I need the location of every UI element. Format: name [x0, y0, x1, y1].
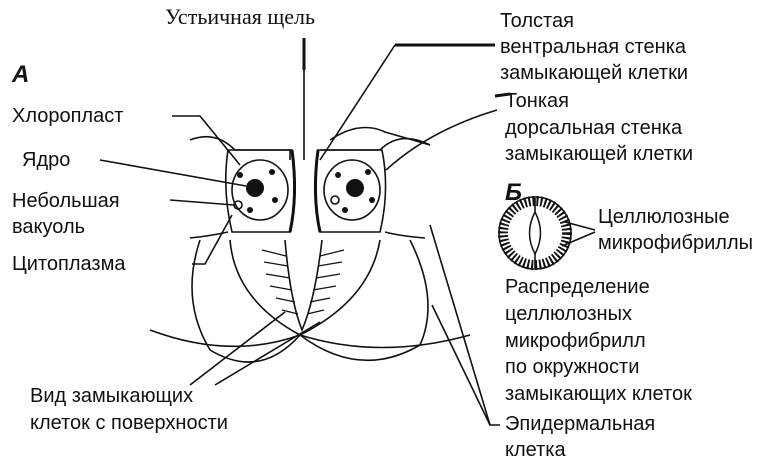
surface-pore	[284, 239, 323, 333]
label-cytoplasm: Цитоплазма	[12, 253, 126, 275]
epidermal-cells	[191, 239, 429, 351]
label-surface-view-2: клеток с поверхности	[30, 412, 228, 434]
label-vacuole-1: Небольшая	[12, 190, 120, 212]
label-distribution-2: целлюлозных	[505, 303, 632, 325]
label-surface-view-1: Вид замыкающих	[30, 385, 193, 407]
label-nucleus: Ядро	[22, 149, 70, 171]
label-thin-wall-3: замыкающей клетки	[505, 143, 693, 165]
panel-b-letter: Б	[505, 179, 522, 206]
label-thin-wall-2: дорсальная стенка	[505, 117, 683, 139]
right-nucleus	[346, 179, 364, 197]
label-distribution-3: микрофибрилл	[505, 330, 646, 352]
label-epidermal-2: клетка	[505, 439, 566, 461]
label-thick-wall-1: Толстая	[500, 10, 574, 32]
label-epidermal-1: Эпидермальная	[505, 413, 655, 435]
epidermis-inner	[189, 231, 426, 239]
left-nucleus	[246, 179, 264, 197]
label-thick-wall-3: замыкающей клетки	[500, 62, 688, 84]
left-thick-wall	[288, 149, 297, 233]
label-microfibrils-2: микрофибриллы	[598, 232, 753, 254]
panel-a-letter: А	[11, 61, 29, 88]
label-distribution-5: замыкающих клеток	[505, 383, 692, 405]
label-microfibrils-1: Целлюлозные	[598, 206, 730, 228]
microfibril-ring	[498, 196, 572, 270]
left-cell-interior	[231, 159, 289, 221]
right-thick-wall	[313, 149, 322, 233]
label-vacuole-2: вакуоль	[12, 216, 85, 238]
right-cell-interior	[323, 159, 381, 221]
guard-cells-drawing	[149, 126, 471, 363]
cell-wall-line	[329, 126, 431, 146]
label-thick-wall-2: вентральная стенка	[500, 36, 687, 58]
label-distribution-1: Распределение	[505, 276, 650, 298]
title-stomatal-pore: Устьичная щель	[165, 4, 315, 29]
label-thin-wall-1: Тонкая	[505, 90, 569, 112]
label-distribution-4: по окружности	[505, 356, 639, 378]
label-chloroplast: Хлоропласт	[12, 105, 123, 127]
